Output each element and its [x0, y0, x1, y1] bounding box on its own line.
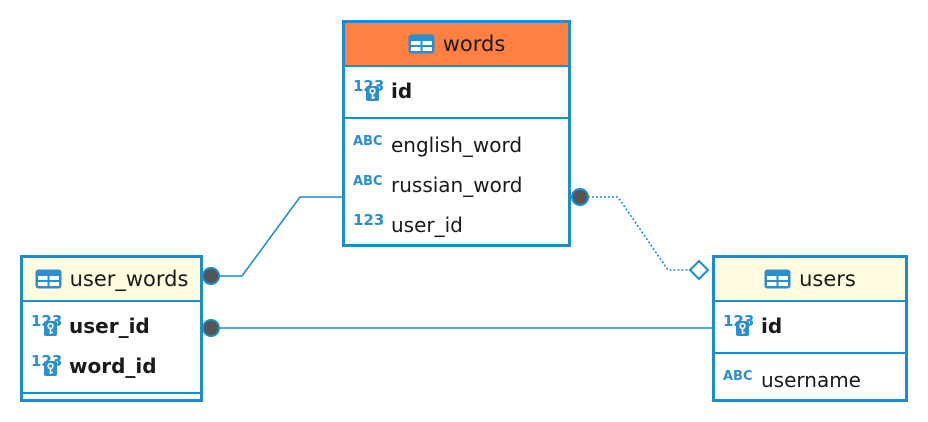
relationship-endpoint-diamond	[688, 259, 710, 281]
numeric-key-icon: 123	[31, 312, 62, 336]
entity-header[interactable]: user_words	[23, 258, 200, 302]
table-icon	[35, 269, 62, 289]
relationship-line-user-words-to-words	[211, 196, 342, 277]
numeric-key-icon: 123	[723, 312, 754, 336]
column-row[interactable]: ABC english_word	[345, 125, 568, 165]
svg-text:123: 123	[353, 211, 384, 229]
column-name: user_id	[391, 213, 463, 237]
entity-words[interactable]: words 123 id ABC english_word	[342, 20, 571, 247]
pk-section: 123 id	[345, 67, 568, 119]
column-row[interactable]: 123 user_id	[23, 306, 200, 346]
column-row[interactable]: 123 word_id	[23, 346, 200, 386]
column-name: id	[391, 79, 413, 103]
text-type-icon: ABC	[723, 369, 753, 384]
column-name: word_id	[69, 354, 157, 378]
entity-header[interactable]: users	[715, 258, 905, 302]
relationship-line-words-to-users	[580, 196, 692, 271]
entity-title: words	[442, 32, 506, 56]
column-name: russian_word	[391, 173, 523, 197]
numeric-type-icon: 123	[353, 211, 384, 229]
column-name: id	[761, 314, 783, 338]
numeric-key-icon: 123	[353, 77, 384, 101]
pk-section: 123 id	[715, 302, 905, 354]
entity-title: user_words	[69, 267, 189, 291]
columns-section	[23, 394, 200, 396]
entity-user-words[interactable]: user_words 123 user_id 123	[20, 255, 203, 402]
entity-header[interactable]: words	[345, 23, 568, 67]
table-icon	[764, 269, 791, 289]
table-icon	[408, 34, 435, 54]
numeric-key-icon: 123	[31, 352, 62, 376]
entity-users[interactable]: users 123 id ABC username	[712, 255, 908, 402]
relationship-endpoint-dot	[202, 267, 220, 285]
text-type-icon: ABC	[353, 174, 383, 189]
entity-title: users	[799, 267, 856, 291]
svg-text:ABC: ABC	[723, 369, 753, 384]
column-name: username	[761, 368, 861, 392]
relationship-endpoint-dot	[202, 319, 220, 337]
text-type-icon: ABC	[353, 134, 383, 149]
svg-text:ABC: ABC	[353, 134, 383, 149]
relationship-endpoint-dot	[571, 188, 589, 206]
column-row[interactable]: 123 id	[345, 71, 568, 111]
column-row[interactable]: 123 id	[715, 306, 905, 346]
column-row[interactable]: ABC russian_word	[345, 165, 568, 205]
columns-section: ABC username	[715, 354, 905, 400]
column-name: english_word	[391, 133, 523, 157]
column-row[interactable]: ABC username	[715, 360, 905, 400]
column-row[interactable]: 123 user_id	[345, 205, 568, 245]
pk-section: 123 user_id 123 word_id	[23, 302, 200, 394]
columns-section: ABC english_word ABC russian_word 123 us…	[345, 119, 568, 251]
svg-text:ABC: ABC	[353, 174, 383, 189]
column-name: user_id	[69, 314, 150, 338]
